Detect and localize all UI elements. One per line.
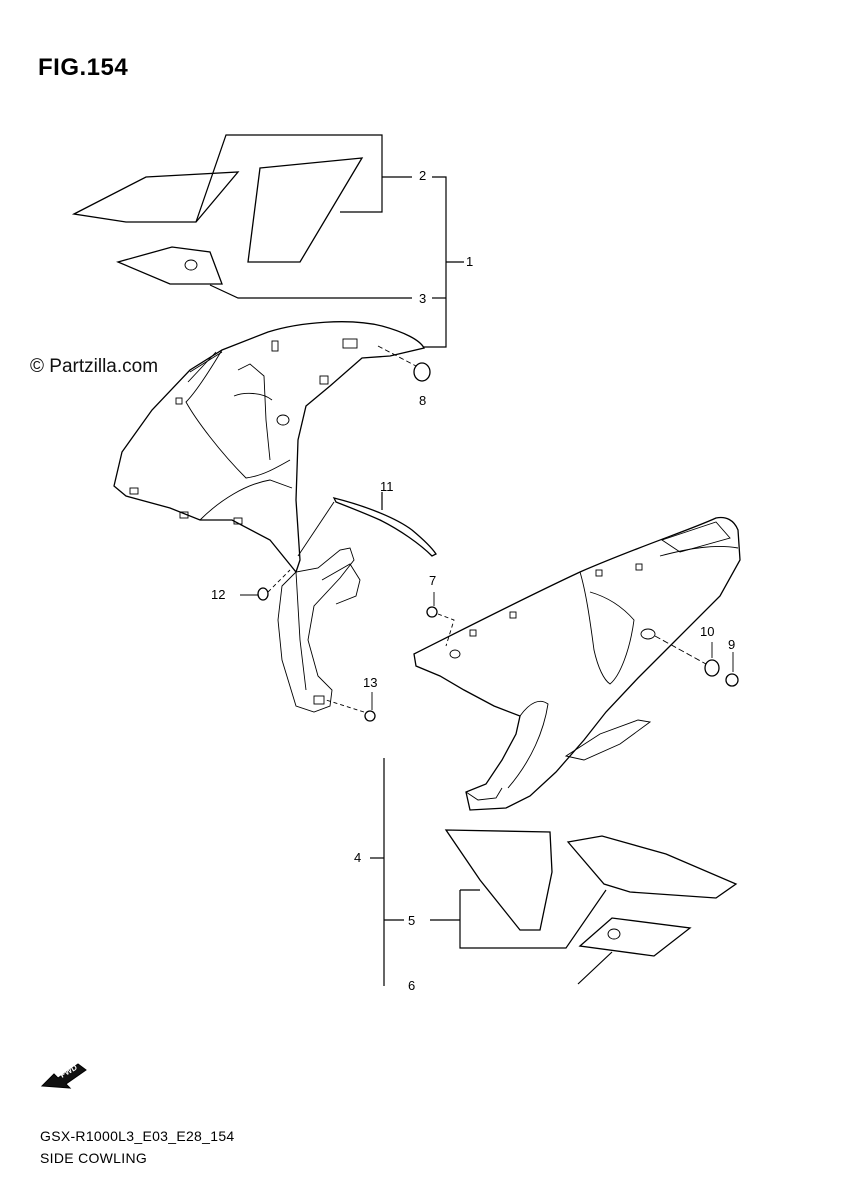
bracket-5 — [459, 889, 607, 949]
decal-5-right — [566, 835, 738, 899]
part-12-screw — [240, 569, 291, 601]
callout-5: 5 — [408, 913, 416, 928]
leader-11-cowl — [297, 501, 335, 557]
part-13-screw — [325, 692, 376, 722]
callout-7: 7 — [429, 573, 437, 588]
lower-side-cowling — [413, 516, 741, 811]
callout-13: 13 — [363, 675, 378, 690]
upper-side-cowling — [113, 321, 425, 713]
leader-3 — [209, 284, 412, 299]
callout-4: 4 — [354, 850, 362, 865]
callout-6: 6 — [408, 978, 416, 993]
callout-12: 12 — [211, 587, 226, 602]
decal-3 — [116, 246, 223, 285]
callout-11: 11 — [380, 479, 394, 494]
forward-arrow-icon: FWD — [40, 1063, 87, 1089]
bracket-1 — [374, 176, 447, 348]
callout-2: 2 — [419, 168, 427, 183]
callout-3: 3 — [419, 291, 427, 306]
decal-2-right — [247, 157, 364, 263]
part-9-screw — [725, 652, 739, 687]
callout-10: 10 — [700, 624, 715, 639]
forward-direction-badge: FWD — [40, 1060, 88, 1095]
watermark-text: © Partzilla.com — [30, 356, 159, 377]
diagram-name: SIDE COWLING — [40, 1150, 148, 1166]
figure-title: FIG.154 — [38, 54, 129, 81]
diagram-code: GSX-R1000L3_E03_E28_154 — [40, 1128, 235, 1144]
part-7-screw — [426, 592, 455, 647]
bracket-2 — [195, 134, 383, 223]
callout-9: 9 — [728, 637, 736, 652]
part-10-grommet — [654, 635, 720, 677]
part-11-strip — [332, 492, 437, 557]
decal-6 — [578, 917, 692, 957]
leader-6 — [577, 951, 613, 985]
decal-5-left — [444, 829, 553, 931]
decal-2-left — [71, 171, 240, 223]
callout-8: 8 — [419, 393, 427, 408]
part-8-nut — [377, 345, 431, 382]
callout-1: 1 — [466, 254, 474, 269]
